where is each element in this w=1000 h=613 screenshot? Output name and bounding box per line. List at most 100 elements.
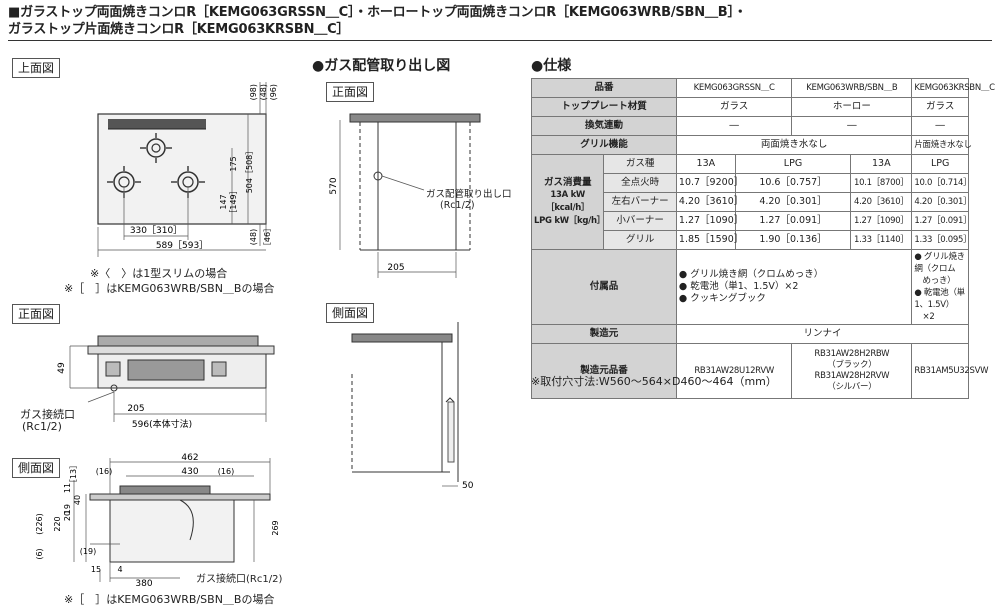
front-gas-label: ガス接続口 — [20, 408, 75, 421]
dim-11: 11 — [63, 483, 72, 493]
spec-vent-3: ― — [911, 116, 969, 136]
title-divider — [8, 40, 992, 41]
gas-consumption-unit-13a: 13A kW［kcal/h］ — [546, 190, 590, 213]
spec-maker-code-1: RB31AW28U12RVW — [675, 343, 793, 399]
top-view-drawing: (98) (48) (96) 175 504［508］ 147 ［149］ (4… — [97, 82, 278, 257]
spec-cell: 1.27［0.091］ — [911, 211, 972, 231]
spec-cell: 4.20［3610］ — [850, 192, 913, 212]
spec-accessories-label: 付属品 — [531, 249, 677, 325]
dim-98: (98) — [249, 84, 258, 100]
dim-49: 49 — [57, 362, 67, 374]
spec-row-label: 全点火時 — [603, 173, 677, 193]
dim-330: 330［310］ — [130, 225, 182, 236]
gas-section-title: ●ガス配管取り出し図 — [312, 58, 451, 74]
side-view-label: 側面図 — [12, 458, 61, 478]
spec-grill-double: 両面焼き水なし — [675, 135, 913, 155]
dim-46: ［46］ — [263, 224, 272, 250]
table-row: トッププレート材質 ガラス ホーロー ガラス — [531, 97, 969, 117]
dim-205-front: 205 — [127, 404, 144, 414]
spec-cell: 10.0［0.714］ — [911, 173, 972, 193]
table-row: 製造元 リンナイ — [531, 324, 970, 344]
spec-cell: 10.1［8700］ — [850, 173, 913, 193]
spec-row-label: 左右バーナー — [603, 192, 677, 212]
dim-149: ［149］ — [229, 186, 238, 217]
spec-vent-1: ― — [675, 116, 793, 136]
dim-570: 570 — [329, 177, 339, 194]
accessory-item: ● 乾電池（単1、1.5V） — [914, 288, 965, 310]
maker-code-line: （ブラック） — [827, 360, 877, 370]
title-line-2: ガラストップ片面焼きコンロR［KEMG063KRSBN＿C］ — [8, 22, 350, 37]
dim-48-top: (48) — [259, 84, 268, 100]
spec-model-label: 品番 — [531, 78, 677, 98]
table-row: ガス消費量 13A kW［kcal/h］ LPG kW［kg/h］ ガス種 13… — [530, 154, 969, 250]
maker-code-line: （シルバー） — [827, 382, 877, 392]
table-row: 製造元品番 RB31AW28U12RVW RB31AW28H2RBW （ブラック… — [531, 343, 989, 399]
gas-consumption-title: ガス消費量 — [543, 177, 592, 188]
spec-cell: 1.85［1590］ — [675, 230, 743, 250]
title-line-1: ■ガラストップ両面焼きコンロR［KEMG063GRSSN＿C］・ホーロートップ両… — [8, 5, 747, 20]
table-row: 左右バーナー 4.20［3610］ 4.20［0.301］ 4.20［3610］… — [532, 192, 972, 212]
gas-consumption-unit-lpg: LPG kW［kg/h］ — [534, 216, 605, 226]
spec-gas-type-label: ガス種 — [603, 154, 677, 174]
spec-gas-type-3: 13A — [850, 154, 913, 174]
table-row: 換気連動 ― ― ― — [531, 116, 969, 136]
dim-13: ［13］ — [69, 461, 78, 487]
dim-380: 380 — [135, 579, 152, 589]
spec-cell: 4.20［0.301］ — [734, 192, 852, 212]
spec-maker-label: 製造元 — [531, 324, 677, 344]
dim-48-bottom: (48) — [249, 229, 258, 245]
gas-front-label: 正面図 — [326, 82, 375, 102]
spec-gas-type-1: 13A — [675, 154, 736, 174]
spec-model-1: KEMG063GRSSN＿C — [675, 78, 793, 98]
spec-row-label: グリル — [603, 230, 677, 250]
gas-outlet-label: ガス配管取り出し口 — [426, 189, 512, 200]
spec-table: 品番 KEMG063GRSSN＿C KEMG063WRB/SBN＿B KEMG0… — [530, 78, 995, 399]
accessory-item: ● 乾電池（単1、1.5V）×2 — [678, 281, 799, 292]
spec-cell: 1.33［1140］ — [850, 230, 913, 250]
spec-top-plate-1: ガラス — [675, 97, 793, 117]
gas-side-drawing: 50 — [351, 322, 474, 491]
spec-cell: 4.20［3610］ — [675, 192, 743, 212]
top-note-1: ※〈 〉は1型スリムの場合 — [90, 267, 228, 280]
dim-96: (96) — [269, 84, 278, 100]
dim-20: 20 — [63, 511, 72, 521]
dim-6: (6) — [35, 548, 44, 559]
dim-205-gas: 205 — [387, 263, 404, 273]
gas-outlet-rc: (Rc1/2) — [440, 200, 475, 211]
spec-vent-label: 換気連動 — [531, 116, 677, 136]
spec-vent-2: ― — [791, 116, 913, 136]
spec-cell: 1.27［1090］ — [850, 211, 913, 231]
side-gas-label: ガス接続口(Rc1/2) — [196, 574, 283, 585]
dim-430: 430 — [181, 467, 198, 477]
gas-side-label: 側面図 — [326, 303, 375, 323]
table-row: 付属品 ● グリル焼き網（クロムめっき） ● 乾電池（単1、1.5V）×2 ● … — [531, 249, 969, 325]
spec-cell: 4.20［0.301］ — [911, 192, 972, 212]
dim-40: 40 — [73, 495, 82, 505]
dim-19: 19 — [63, 504, 72, 514]
dim-269: 269 — [271, 520, 280, 535]
document-title: ■ガラストップ両面焼きコンロR［KEMG063GRSSN＿C］・ホーロートップ両… — [8, 4, 747, 38]
dim-50: 50 — [462, 481, 474, 491]
spec-gas-consumption-label: ガス消費量 13A kW［kcal/h］ LPG kW［kg/h］ — [530, 154, 605, 250]
spec-title: ●仕様 — [531, 58, 572, 74]
accessory-item: ● グリル焼き網（クロム — [914, 252, 965, 274]
front-view-label: 正面図 — [12, 304, 61, 324]
spec-cell: 10.7［9200］ — [675, 173, 743, 193]
spec-top-plate-label: トッププレート材質 — [531, 97, 677, 117]
spec-cell: 1.90［0.136］ — [734, 230, 852, 250]
spec-row-label: 小バーナー — [603, 211, 677, 231]
spec-gas-type-2: LPG — [734, 154, 852, 174]
side-note: ※［ ］はKEMG063WRB/SBN＿Bの場合 — [64, 593, 275, 606]
dim-462: 462 — [181, 453, 198, 463]
spec-grill-single: 片面焼き水なし — [911, 135, 972, 155]
dim-15: 15 — [91, 565, 101, 574]
dim-220: 220 — [53, 516, 62, 531]
table-row: グリル機能 両面焼き水なし 片面焼き水なし — [531, 135, 972, 155]
dim-596: 596(本体寸法) — [132, 418, 192, 430]
maker-code-line: RB31AW28H2RVW — [814, 371, 890, 381]
front-view-drawing: 49 205 596(本体寸法) — [57, 335, 275, 430]
spec-accessories-a: ● グリル焼き網（クロムめっき） ● 乾電池（単1、1.5V）×2 ● クッキン… — [675, 249, 913, 325]
side-view-drawing: 462 430 (16) (16) ［13］ 11 40 20 19 (226)… — [35, 453, 280, 589]
spec-footnote: ※取付穴寸法:W560～564×D460～464（mm） — [531, 375, 777, 388]
table-row: 全点火時 10.7［9200］ 10.6［0.757］ 10.1［8700］ 1… — [532, 173, 972, 193]
